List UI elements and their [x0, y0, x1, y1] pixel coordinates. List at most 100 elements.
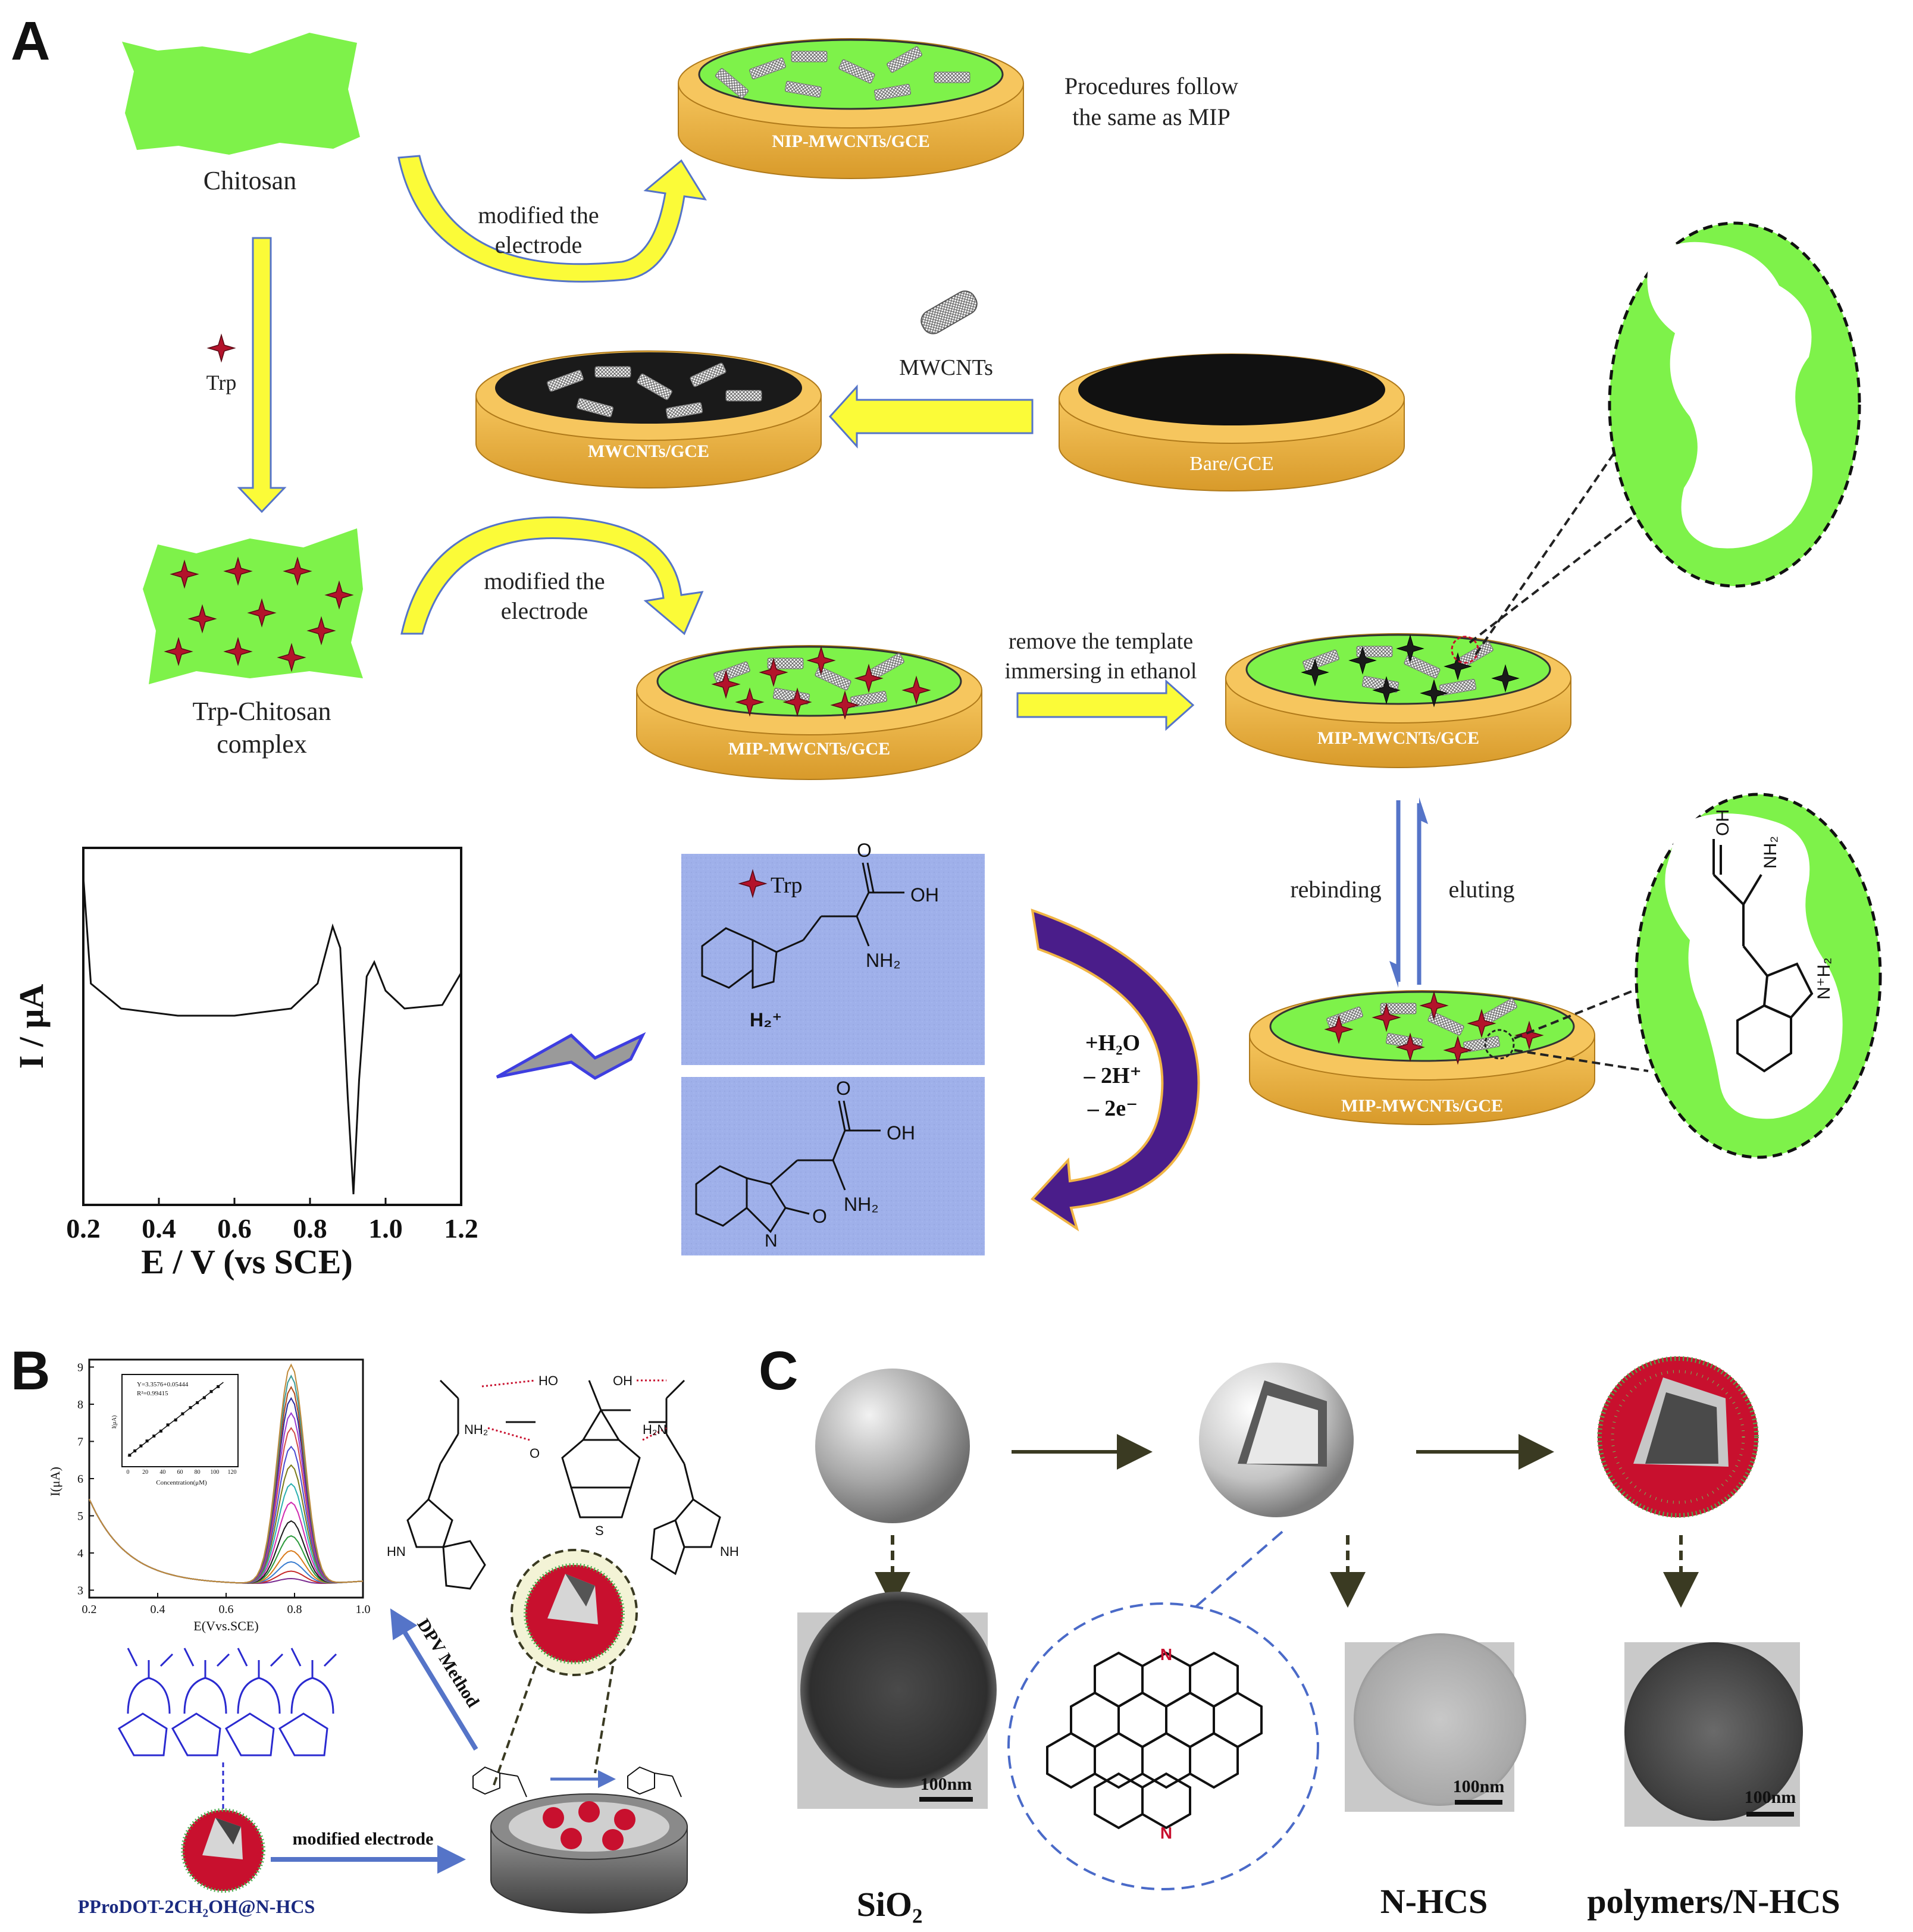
inset-point — [145, 1439, 149, 1443]
procedures-label-1: Procedures follow — [1064, 73, 1238, 99]
chem-b-s: S — [595, 1523, 604, 1538]
cv-plot-frame — [82, 847, 462, 1206]
scale-bar-polymer: 100nm — [1745, 1787, 1796, 1807]
inset-point — [128, 1454, 132, 1457]
sio2-sphere — [815, 1369, 970, 1523]
trp-small-structures — [472, 1766, 682, 1798]
inset-point — [217, 1385, 220, 1388]
label-nhcs: N-HCS — [1380, 1882, 1488, 1921]
chem-nh2plus-vertical: N⁺H₂ — [1814, 957, 1834, 1000]
polymer-nhcs-sphere — [1597, 1356, 1759, 1518]
cv-x-tick-label: 0.8 — [293, 1213, 327, 1244]
inset-x-label: Concentration(μM) — [156, 1479, 207, 1486]
chem-oh: OH — [910, 884, 939, 906]
zoom-line — [594, 1665, 614, 1774]
pprodot-polymer-chain — [117, 1648, 337, 1756]
mip-electrode-loaded — [636, 645, 982, 780]
modified-electrode-label-mid-1: modified the — [484, 568, 605, 594]
chem-b-o: O — [530, 1446, 540, 1461]
hydrogen-bonds — [481, 1379, 667, 1441]
purple-curved-arrow — [1030, 909, 1200, 1232]
cv-y-axis-label: I / μA — [12, 984, 51, 1069]
cavity-oval-bound: OH NH₂ N⁺H₂ — [1635, 793, 1882, 1159]
chitosan-label: Chitosan — [203, 166, 296, 195]
inset-point — [196, 1401, 199, 1404]
mip-electrode-label-2: MIP-MWCNTs/GCE — [1317, 728, 1479, 748]
dpv-y-tick-label: 9 — [77, 1361, 83, 1374]
nhcs-particle-large — [524, 1563, 625, 1664]
trp-box-label: Trp — [771, 873, 803, 898]
chem-b-ho: HO — [538, 1373, 558, 1388]
bare-electrode — [1059, 353, 1405, 491]
mwcnts-electrode — [475, 350, 822, 489]
zoom-line — [493, 1665, 537, 1786]
oxindole-structure-box: O OH NH₂ O N H — [681, 1077, 985, 1255]
bare-electrode-label: Bare/GCE — [1189, 453, 1274, 475]
dpv-x-tick-label: 0.4 — [151, 1603, 165, 1616]
dpv-x-tick-label: 0.2 — [82, 1603, 97, 1616]
curved-arrow-mip — [400, 516, 704, 635]
n-atom-bottom: N — [1160, 1824, 1172, 1842]
inset-x-tick-label: 20 — [142, 1469, 148, 1476]
inset-equation: Y=3.3576+0.05444 — [137, 1381, 189, 1388]
complex-label-line2: complex — [217, 729, 307, 759]
chem-b-nh2: NH₂ — [464, 1422, 488, 1437]
zoom-line — [1474, 415, 1640, 656]
trp-structure-box: Trp O OH NH₂ H₂⁺ — [681, 840, 985, 1065]
inset-point — [139, 1444, 143, 1448]
inset-point — [174, 1418, 177, 1421]
modified-electrode-label: modified electrode — [293, 1829, 434, 1849]
nip-electrode-label: NIP-MWCNTs/GCE — [772, 131, 930, 151]
reaction-electrons: – 2e⁻ — [1087, 1096, 1138, 1121]
chem-oh-vertical: OH — [1713, 809, 1733, 836]
scale-bar-sio2: 100nm — [921, 1774, 972, 1794]
lightning-icon — [496, 1032, 646, 1080]
label-polymers-nhcs: polymers/N-HCS — [1587, 1882, 1840, 1921]
dpv-y-tick-label: 8 — [77, 1398, 83, 1411]
chem-h2plus: H₂⁺ — [750, 1009, 782, 1031]
dpv-method-arrow — [390, 1608, 478, 1751]
dpv-y-tick-label: 4 — [77, 1547, 83, 1560]
inset-x-tick-label: 0 — [127, 1469, 130, 1476]
trp-label: Trp — [206, 371, 237, 394]
label-sio2: SiO₂ — [857, 1885, 923, 1924]
rebinding-label: rebinding — [1290, 876, 1381, 903]
star-icon — [208, 334, 235, 362]
nhcs-particle-small — [181, 1808, 265, 1893]
dpv-y-tick-label: 6 — [77, 1473, 83, 1486]
mip-electrode-rebound — [1249, 990, 1595, 1125]
material-label: PProDOT-2CH₂OH@N-HCS — [78, 1896, 315, 1917]
tem-polymer — [1624, 1642, 1803, 1827]
down-arrow-chitosan — [237, 237, 287, 513]
dpv-x-tick-label: 1.0 — [356, 1603, 371, 1616]
eluting-arrow-head — [1419, 797, 1428, 824]
inset-point — [133, 1449, 137, 1452]
arrow-bare-to-mwcnts — [828, 384, 1034, 449]
rebinding-arrow-head — [1389, 961, 1398, 988]
mip-electrode-label-3: MIP-MWCNTs/GCE — [1341, 1096, 1503, 1116]
cavity-oval-empty — [1608, 221, 1861, 588]
chem-b-h2n: H₂N — [643, 1422, 666, 1437]
inset-point — [159, 1429, 162, 1433]
cv-x-tick-label: 0.2 — [66, 1213, 101, 1244]
chitosan-sheet — [122, 33, 360, 155]
zoom-line — [1162, 1528, 1278, 1605]
arrow-remove-template — [1016, 679, 1195, 731]
panel-label-c: C — [759, 1341, 798, 1401]
nhcs-hollow-sphere — [1199, 1363, 1354, 1517]
trp-chitosan-complex — [143, 528, 363, 684]
scale-bar-nhcs: 100nm — [1453, 1777, 1505, 1796]
inset-point — [189, 1406, 192, 1410]
inset-r2: R²=0.99415 — [137, 1390, 168, 1397]
mwcnts-electrode-label: MWCNTs/GCE — [588, 441, 709, 461]
mip-electrode-label-1: MIP-MWCNTs/GCE — [728, 739, 890, 759]
zoom-line — [1195, 1528, 1286, 1608]
inset-x-tick-label: 60 — [177, 1469, 183, 1476]
reaction-water: +H₂O — [1085, 1031, 1140, 1056]
modified-electrode-b — [490, 1793, 688, 1914]
inset-point — [166, 1423, 170, 1427]
cv-x-tick-label: 0.4 — [142, 1213, 176, 1244]
zoom-line — [1514, 984, 1649, 1039]
zoom-line — [1469, 515, 1635, 644]
